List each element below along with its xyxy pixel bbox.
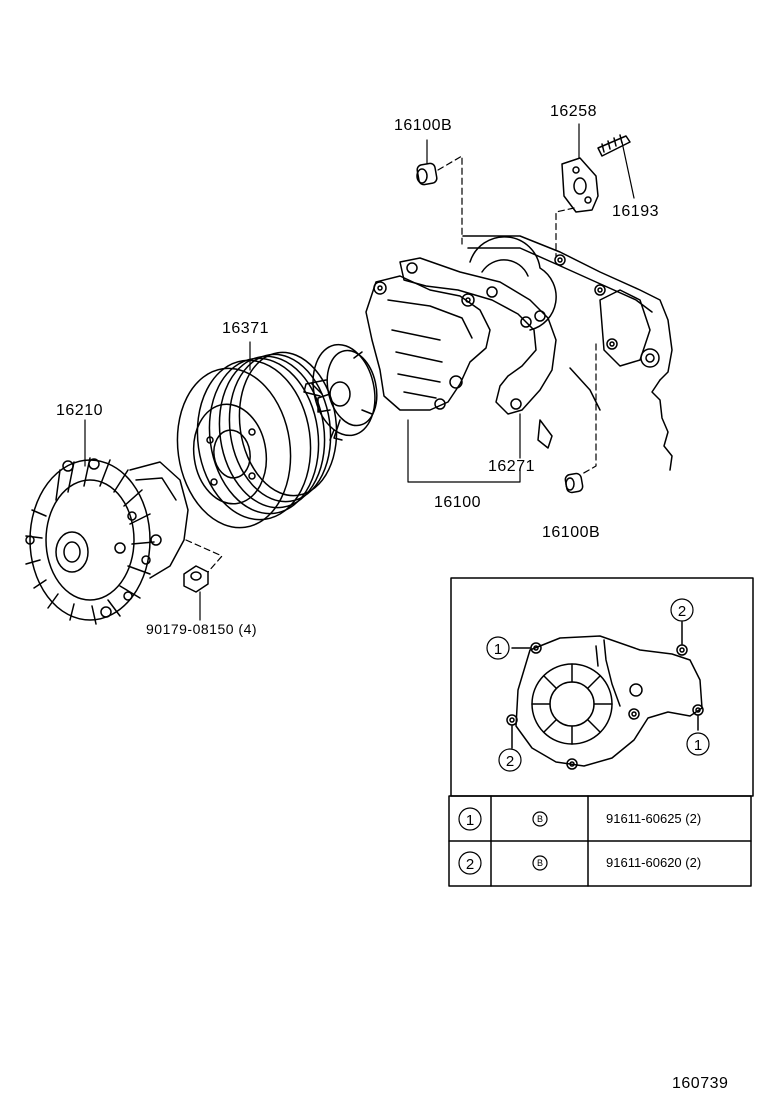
callout-16193: 16193 [612,203,659,220]
marker-2-upper-right: 2 [678,603,686,620]
dashed-leaders [185,155,597,573]
table-ref-2: 2 [466,856,474,873]
callout-16271: 16271 [488,458,535,475]
gasket-16271 [399,257,557,415]
table-symbol-1: B [537,814,543,824]
engine-block-outline [462,235,673,471]
detail-markers [458,598,710,875]
detail-box [448,577,754,887]
water-pump-16100 [303,275,491,441]
callout-90179-08150: 90179-08150 (4) [146,621,258,637]
dowel-16100B-bottom [564,472,584,494]
leader-lines [84,123,635,621]
gasket-16258 [561,157,599,213]
callout-16100B-bottom: 16100B [542,524,601,541]
dowel-16100B-top [416,162,438,186]
illustration-number: 160739 [672,1075,729,1092]
table-symbol-2: B [537,858,543,868]
fan-clutch-16210 [25,457,189,625]
callout-16371: 16371 [222,320,269,337]
callout-16100B-top: 16100B [394,117,453,134]
table-part-1: 91611-60625 (2) [606,811,702,826]
stud-16193 [597,134,631,157]
pump-detail-drawing [506,621,704,770]
table-part-2: 91611-60620 (2) [606,855,702,870]
marker-2-lower-left: 2 [506,753,514,770]
callout-16210: 16210 [56,402,103,419]
marker-1-upper-left: 1 [494,641,502,658]
callout-16100: 16100 [434,494,481,511]
nut-90179 [183,565,209,593]
table-ref-1: 1 [466,812,474,829]
marker-1-lower-right: 1 [694,737,702,754]
pulley-16371 [176,351,338,529]
callout-16258: 16258 [550,103,597,120]
